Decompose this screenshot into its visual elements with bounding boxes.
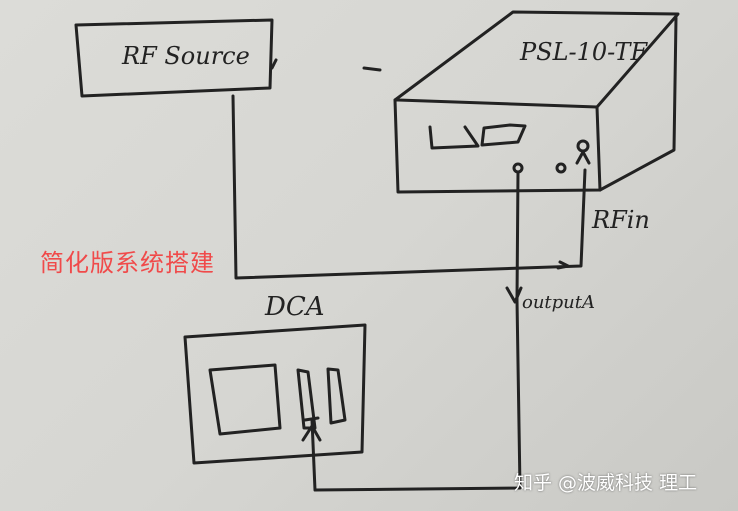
- watermark: 知乎 @波威科技 理工: [514, 472, 698, 494]
- rf-source-label: RF Source: [121, 42, 250, 70]
- diagram-caption: 简化版系统搭建: [40, 249, 215, 277]
- rf-source-to-psl-wire: [231, 94, 587, 280]
- psl-outputA-to-dca-wire: [310, 170, 522, 492]
- dca-box: [183, 323, 367, 465]
- psl-box: [393, 10, 680, 109]
- output-a-label: outputA: [522, 292, 595, 313]
- rf-source-box: [74, 18, 274, 98]
- rf-in-label: RFin: [591, 206, 650, 234]
- psl-label: PSL-10-TF: [519, 38, 648, 66]
- dca-label: DCA: [264, 292, 325, 322]
